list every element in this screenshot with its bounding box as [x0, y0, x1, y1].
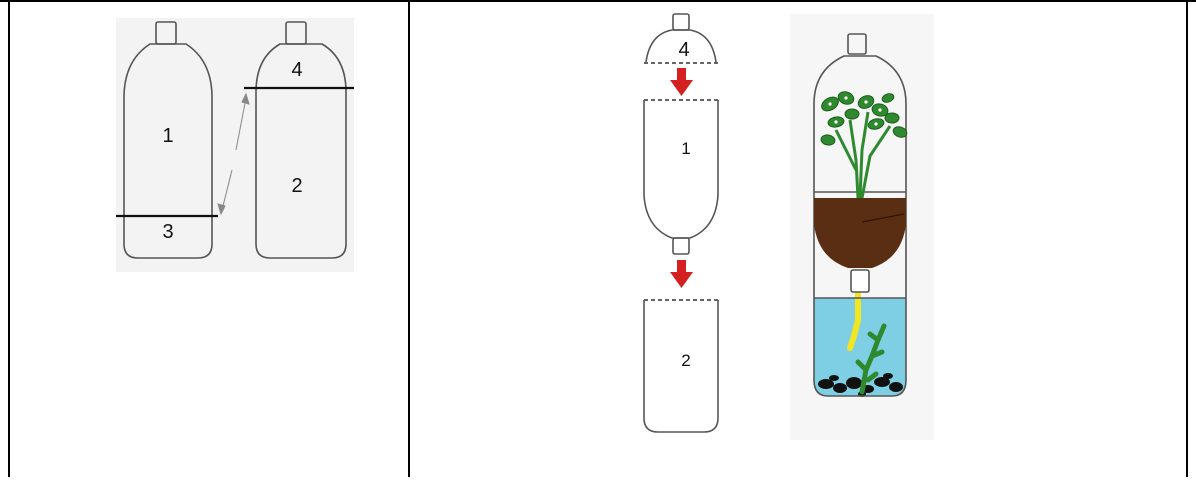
height-comparison-arrow	[217, 92, 250, 216]
gravel	[818, 373, 903, 397]
assembly-steps: 4 1	[643, 13, 719, 433]
bottle-b-part-4-label: 4	[291, 59, 302, 81]
bottle-a-part-3-label: 3	[162, 221, 173, 243]
bottle-a-part-1-label: 1	[162, 125, 173, 147]
plant-stems	[834, 111, 892, 199]
leaf-highlights	[828, 96, 882, 126]
table-left-border	[8, 0, 10, 477]
assembly-cell: 4 1	[410, 0, 1196, 477]
piece-1-neck	[672, 237, 690, 255]
arrow-down-icon	[670, 68, 693, 96]
bottle-b-body	[255, 43, 347, 259]
diagram-background	[116, 18, 354, 272]
cutting-cell: 1 3 4 2	[0, 0, 410, 477]
wick	[847, 291, 861, 351]
planter-bottle-outline	[813, 55, 907, 397]
water-plant	[855, 323, 887, 395]
bottle-a	[123, 21, 213, 259]
soil-root-line	[861, 213, 905, 223]
piece-4-label: 4	[678, 39, 689, 61]
finished-planter	[790, 14, 934, 440]
piece-2-label: 2	[681, 351, 690, 370]
assembly-diagram: 4 1	[643, 13, 934, 440]
soil	[814, 198, 906, 268]
bottle-a-body	[123, 43, 213, 259]
piece-4-cap	[672, 13, 690, 31]
bottle-b	[255, 21, 347, 259]
table-top-border	[0, 0, 1196, 2]
table-right-border	[1186, 0, 1188, 477]
piece-1-label: 1	[681, 139, 690, 158]
piece-4-dome	[645, 29, 717, 63]
piece-2-body	[643, 300, 719, 433]
arrow-down-icon	[670, 260, 693, 288]
piece-1-body	[643, 100, 719, 239]
planter-cap	[847, 33, 867, 55]
water-reservoir	[814, 298, 906, 396]
cutting-diagram: 1 3 4 2	[116, 18, 354, 272]
planter-neck	[850, 269, 870, 293]
table-middle-border	[408, 0, 410, 477]
bottle-b-part-2-label: 2	[291, 175, 302, 197]
